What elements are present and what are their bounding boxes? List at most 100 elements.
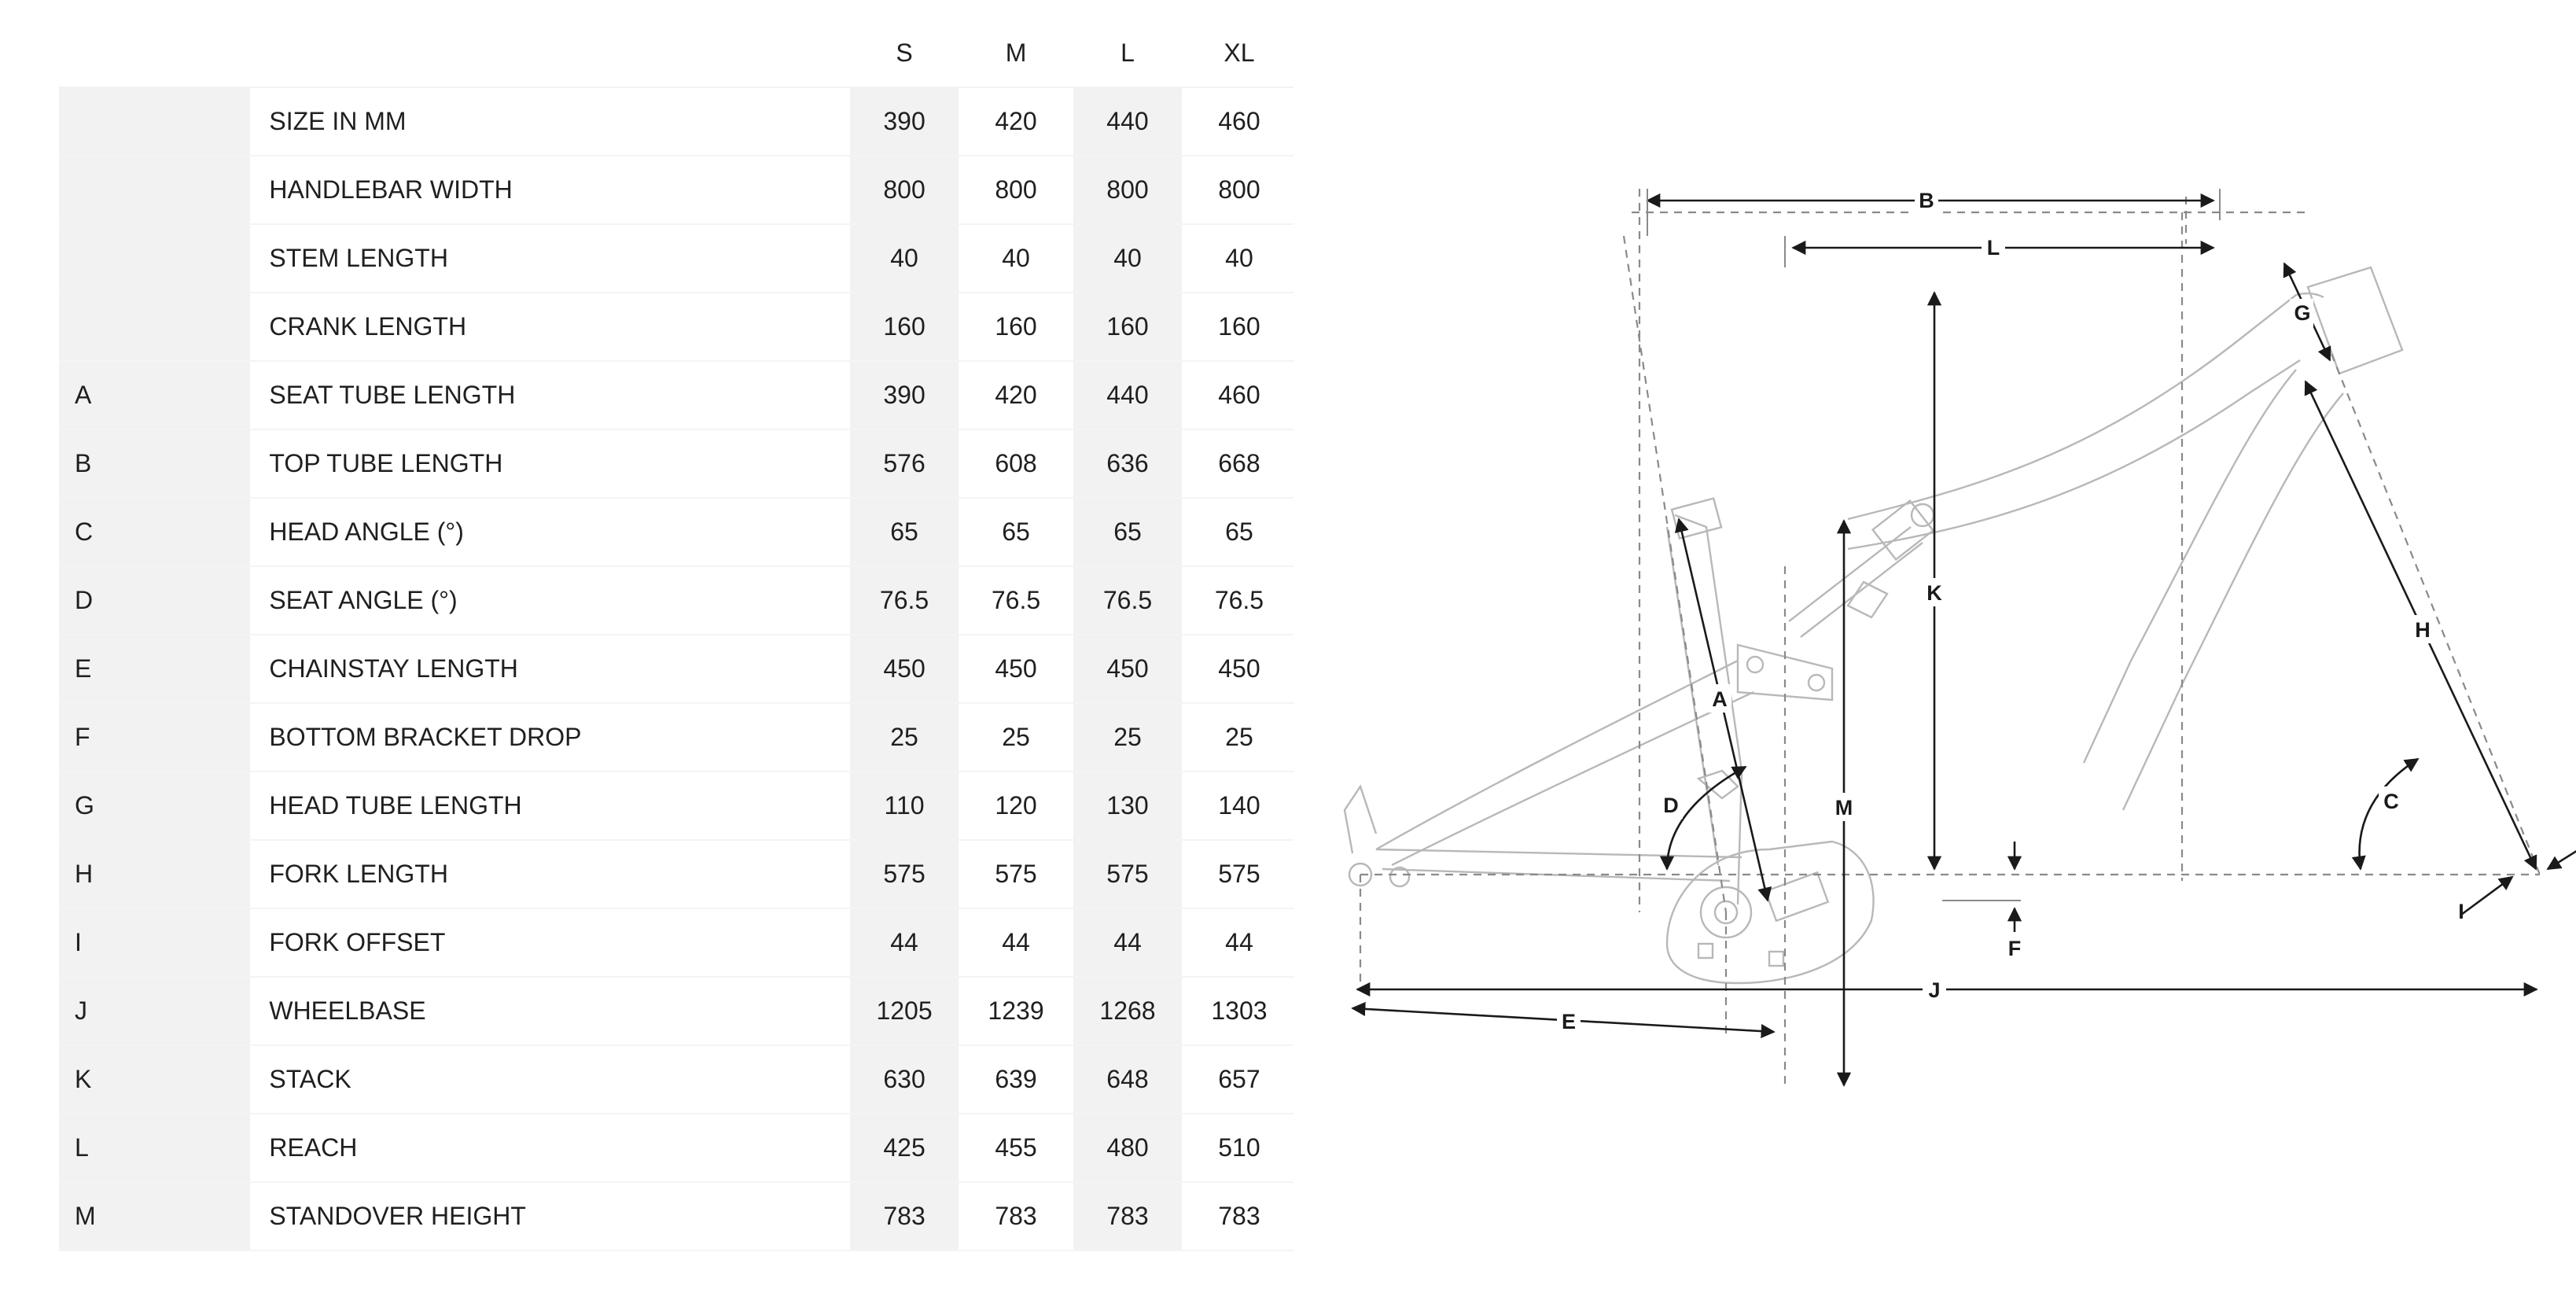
value-s: 44 (850, 909, 959, 976)
value-m: 783 (995, 1202, 1037, 1230)
row-name: CHAINSTAY LENGTH (269, 654, 518, 683)
row-letter: D (59, 567, 251, 634)
label-a: A (1712, 687, 1728, 711)
row-name: FORK OFFSET (269, 928, 446, 956)
value-m: 160 (995, 312, 1037, 341)
value-s: 390 (850, 362, 959, 429)
value-xl: 140 (1218, 791, 1260, 820)
value-m: 120 (995, 791, 1037, 820)
value-xl: 1303 (1211, 996, 1268, 1025)
value-xl: 783 (1218, 1202, 1260, 1230)
label-m: M (1835, 796, 1853, 820)
value-m: 420 (995, 381, 1037, 409)
label-b: B (1919, 189, 1934, 212)
row-letter: L (59, 1114, 251, 1181)
header-size-s: S (896, 39, 913, 67)
value-xl: 44 (1225, 928, 1253, 956)
table-row: F BOTTOM BRACKET DROP 25 25 25 25 (59, 704, 1294, 772)
row-letter: H (59, 841, 251, 908)
label-i: I (2458, 900, 2464, 923)
value-l: 160 (1073, 293, 1182, 360)
value-s: 25 (850, 704, 959, 771)
row-name: STEM LENGTH (269, 244, 448, 272)
row-name: CRANK LENGTH (269, 312, 467, 341)
row-name: BOTTOM BRACKET DROP (269, 723, 582, 751)
label-g: G (2294, 301, 2310, 325)
row-name: HANDLEBAR WIDTH (269, 175, 513, 204)
value-s: 783 (850, 1183, 959, 1250)
value-s: 450 (850, 635, 959, 702)
value-s: 160 (850, 293, 959, 360)
row-letter (59, 157, 251, 223)
row-name: TOP TUBE LENGTH (269, 449, 503, 477)
value-l: 1268 (1073, 978, 1182, 1044)
value-m: 420 (995, 107, 1037, 135)
value-l: 440 (1073, 362, 1182, 429)
value-m: 65 (1002, 518, 1030, 546)
value-s: 800 (850, 157, 959, 223)
row-name: HEAD TUBE LENGTH (269, 791, 522, 820)
label-d: D (1663, 794, 1679, 817)
value-l: 575 (1073, 841, 1182, 908)
value-l: 76.5 (1073, 567, 1182, 634)
value-l: 440 (1073, 88, 1182, 155)
row-letter: C (59, 499, 251, 565)
value-l: 636 (1073, 430, 1182, 497)
row-letter (59, 88, 251, 155)
value-xl: 575 (1218, 860, 1260, 888)
value-m: 608 (995, 449, 1037, 477)
value-xl: 657 (1218, 1065, 1260, 1093)
value-m: 800 (995, 175, 1037, 204)
value-m: 450 (995, 654, 1037, 683)
table-header: S M L XL (59, 20, 1294, 88)
value-xl: 40 (1225, 244, 1253, 272)
reference-lines (1359, 189, 2541, 1085)
value-xl: 76.5 (1214, 586, 1264, 614)
row-name: WHEELBASE (269, 996, 426, 1025)
row-letter: J (59, 978, 251, 1044)
row-name: SEAT ANGLE (°) (269, 586, 458, 614)
header-letter-cell (59, 20, 250, 87)
value-xl: 460 (1218, 107, 1260, 135)
value-m: 25 (1002, 723, 1030, 751)
value-m: 639 (995, 1065, 1037, 1093)
value-xl: 800 (1218, 175, 1260, 204)
row-letter (59, 293, 251, 360)
value-xl: 450 (1218, 654, 1260, 683)
value-s: 425 (850, 1114, 959, 1181)
row-letter: F (59, 704, 251, 771)
value-m: 76.5 (991, 586, 1041, 614)
row-letter: B (59, 430, 251, 497)
header-size-m: M (1005, 39, 1027, 67)
label-l: L (1987, 236, 2000, 260)
row-letter: G (59, 772, 251, 839)
dimension-labels: B L G K H A C D M I F J E (1557, 186, 2464, 1035)
row-name: SEAT TUBE LENGTH (269, 381, 516, 409)
label-c: C (2383, 790, 2399, 813)
value-xl: 510 (1218, 1133, 1260, 1162)
row-name: STANDOVER HEIGHT (269, 1202, 526, 1230)
value-l: 25 (1073, 704, 1182, 771)
value-xl: 65 (1225, 518, 1253, 546)
value-s: 390 (850, 88, 959, 155)
value-xl: 25 (1225, 723, 1253, 751)
value-m: 575 (995, 860, 1037, 888)
value-s: 576 (850, 430, 959, 497)
row-name: REACH (269, 1133, 358, 1162)
row-letter (59, 225, 251, 292)
value-l: 783 (1073, 1183, 1182, 1250)
value-l: 648 (1073, 1046, 1182, 1113)
header-size-xl: XL (1224, 39, 1255, 67)
